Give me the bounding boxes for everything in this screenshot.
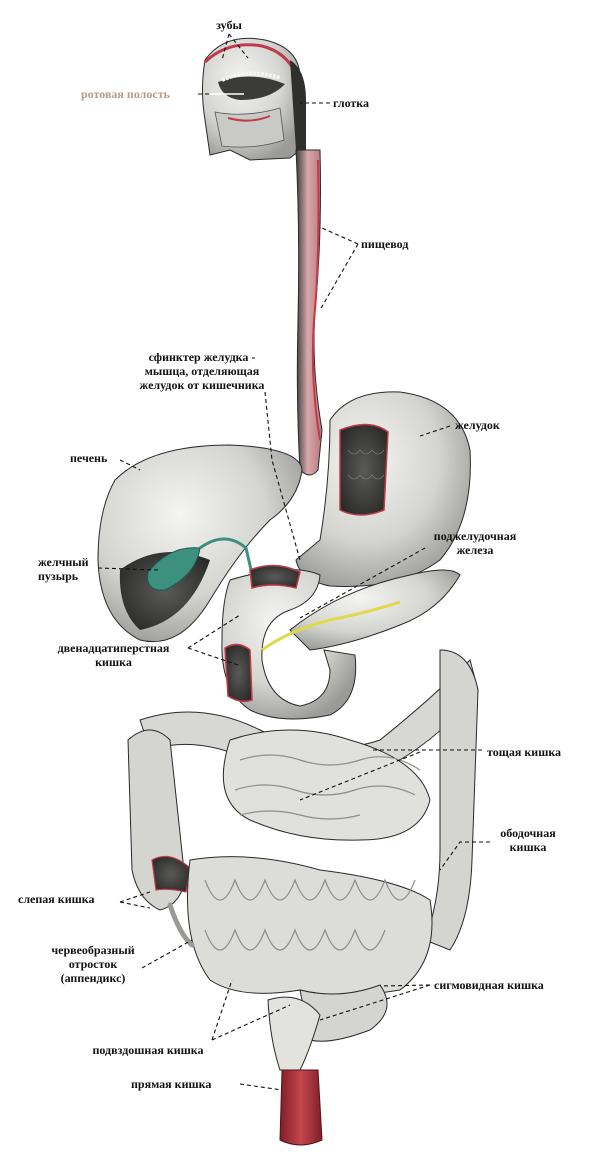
label-liver: печень [70, 451, 108, 465]
label-pancreas: поджелудочная железа [433, 529, 517, 557]
label-teeth: зубы [216, 18, 242, 32]
gallbladder-shape [147, 547, 201, 591]
label-cecum: слепая кишка [18, 892, 95, 906]
label-stomach: желудок [455, 418, 500, 432]
label-rectum: прямая кишка [131, 1077, 212, 1091]
rectum-shape [279, 1069, 323, 1146]
label-sigmoid: сигмовидная кишка [434, 978, 544, 992]
pharynx-shape [290, 60, 306, 150]
leader-lines [97, 33, 490, 1091]
label-sphincter: сфинктер желудка - мышца, отделяющая жел… [139, 350, 265, 392]
stomach-section [295, 391, 471, 587]
liver-section [97, 444, 303, 643]
label-pharynx: глотка [333, 96, 370, 110]
label-duodenum: двенадцатиперстная кишка [57, 641, 170, 669]
label-gallbladder: желчный пузырь [38, 555, 89, 583]
label-appendix: червеобразный отросток (аппендикс) [51, 943, 135, 985]
head-section [202, 37, 306, 161]
intestines-section [127, 649, 479, 1071]
label-jejunum: тощая кишка [487, 745, 562, 759]
label-ileum: подвздошная кишка [92, 1043, 204, 1057]
teeth-shape [221, 71, 281, 82]
label-colon: ободочная кишка [500, 826, 556, 854]
label-esophagus: пищевод [361, 237, 409, 251]
duodenum-pancreas-section [221, 564, 461, 720]
label-oral-cavity: ротовая полость [81, 87, 170, 101]
